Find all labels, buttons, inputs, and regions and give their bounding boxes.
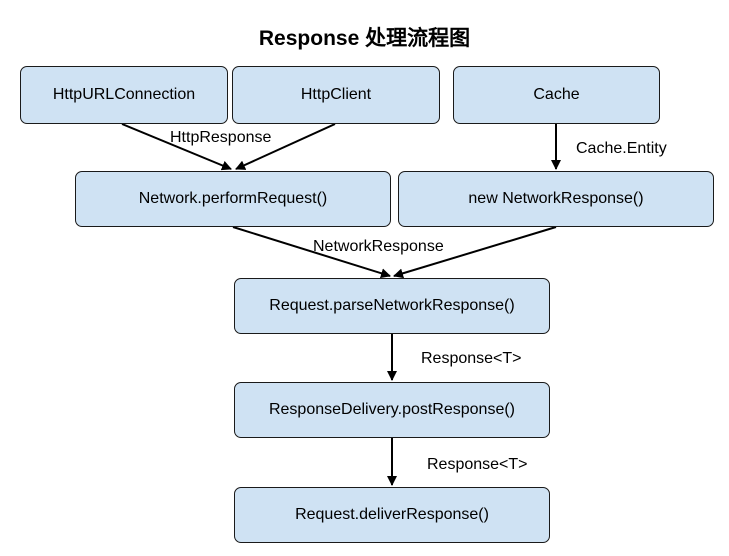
edge-label-http-response: HttpResponse	[170, 129, 272, 146]
node-network-perform-request: Network.performRequest()	[75, 171, 391, 227]
edge-label-response-t-post: Response<T>	[427, 456, 528, 473]
edge-httpurlconnection-to-perform	[121, 123, 232, 171]
node-response-delivery-post-response: ResponseDelivery.postResponse()	[234, 382, 550, 438]
edge-label-cache-entity: Cache.Entity	[576, 140, 667, 157]
node-request-parse-network-response: Request.parseNetworkResponse()	[234, 278, 550, 334]
edge-new-response-to-parse	[393, 226, 557, 279]
node-new-network-response: new NetworkResponse()	[398, 171, 714, 227]
node-request-deliver-response: Request.deliverResponse()	[234, 487, 550, 543]
diagram-title: Response 处理流程图	[258, 27, 471, 50]
node-cache: Cache	[453, 66, 660, 124]
node-httpclient: HttpClient	[232, 66, 440, 124]
edge-label-network-response: NetworkResponse	[313, 238, 444, 255]
node-httpurlconnection: HttpURLConnection	[20, 66, 228, 124]
edge-label-response-t-parse: Response<T>	[421, 350, 522, 367]
edge-perform-to-parse	[232, 226, 391, 279]
edge-httpclient-to-perform	[235, 123, 336, 170]
